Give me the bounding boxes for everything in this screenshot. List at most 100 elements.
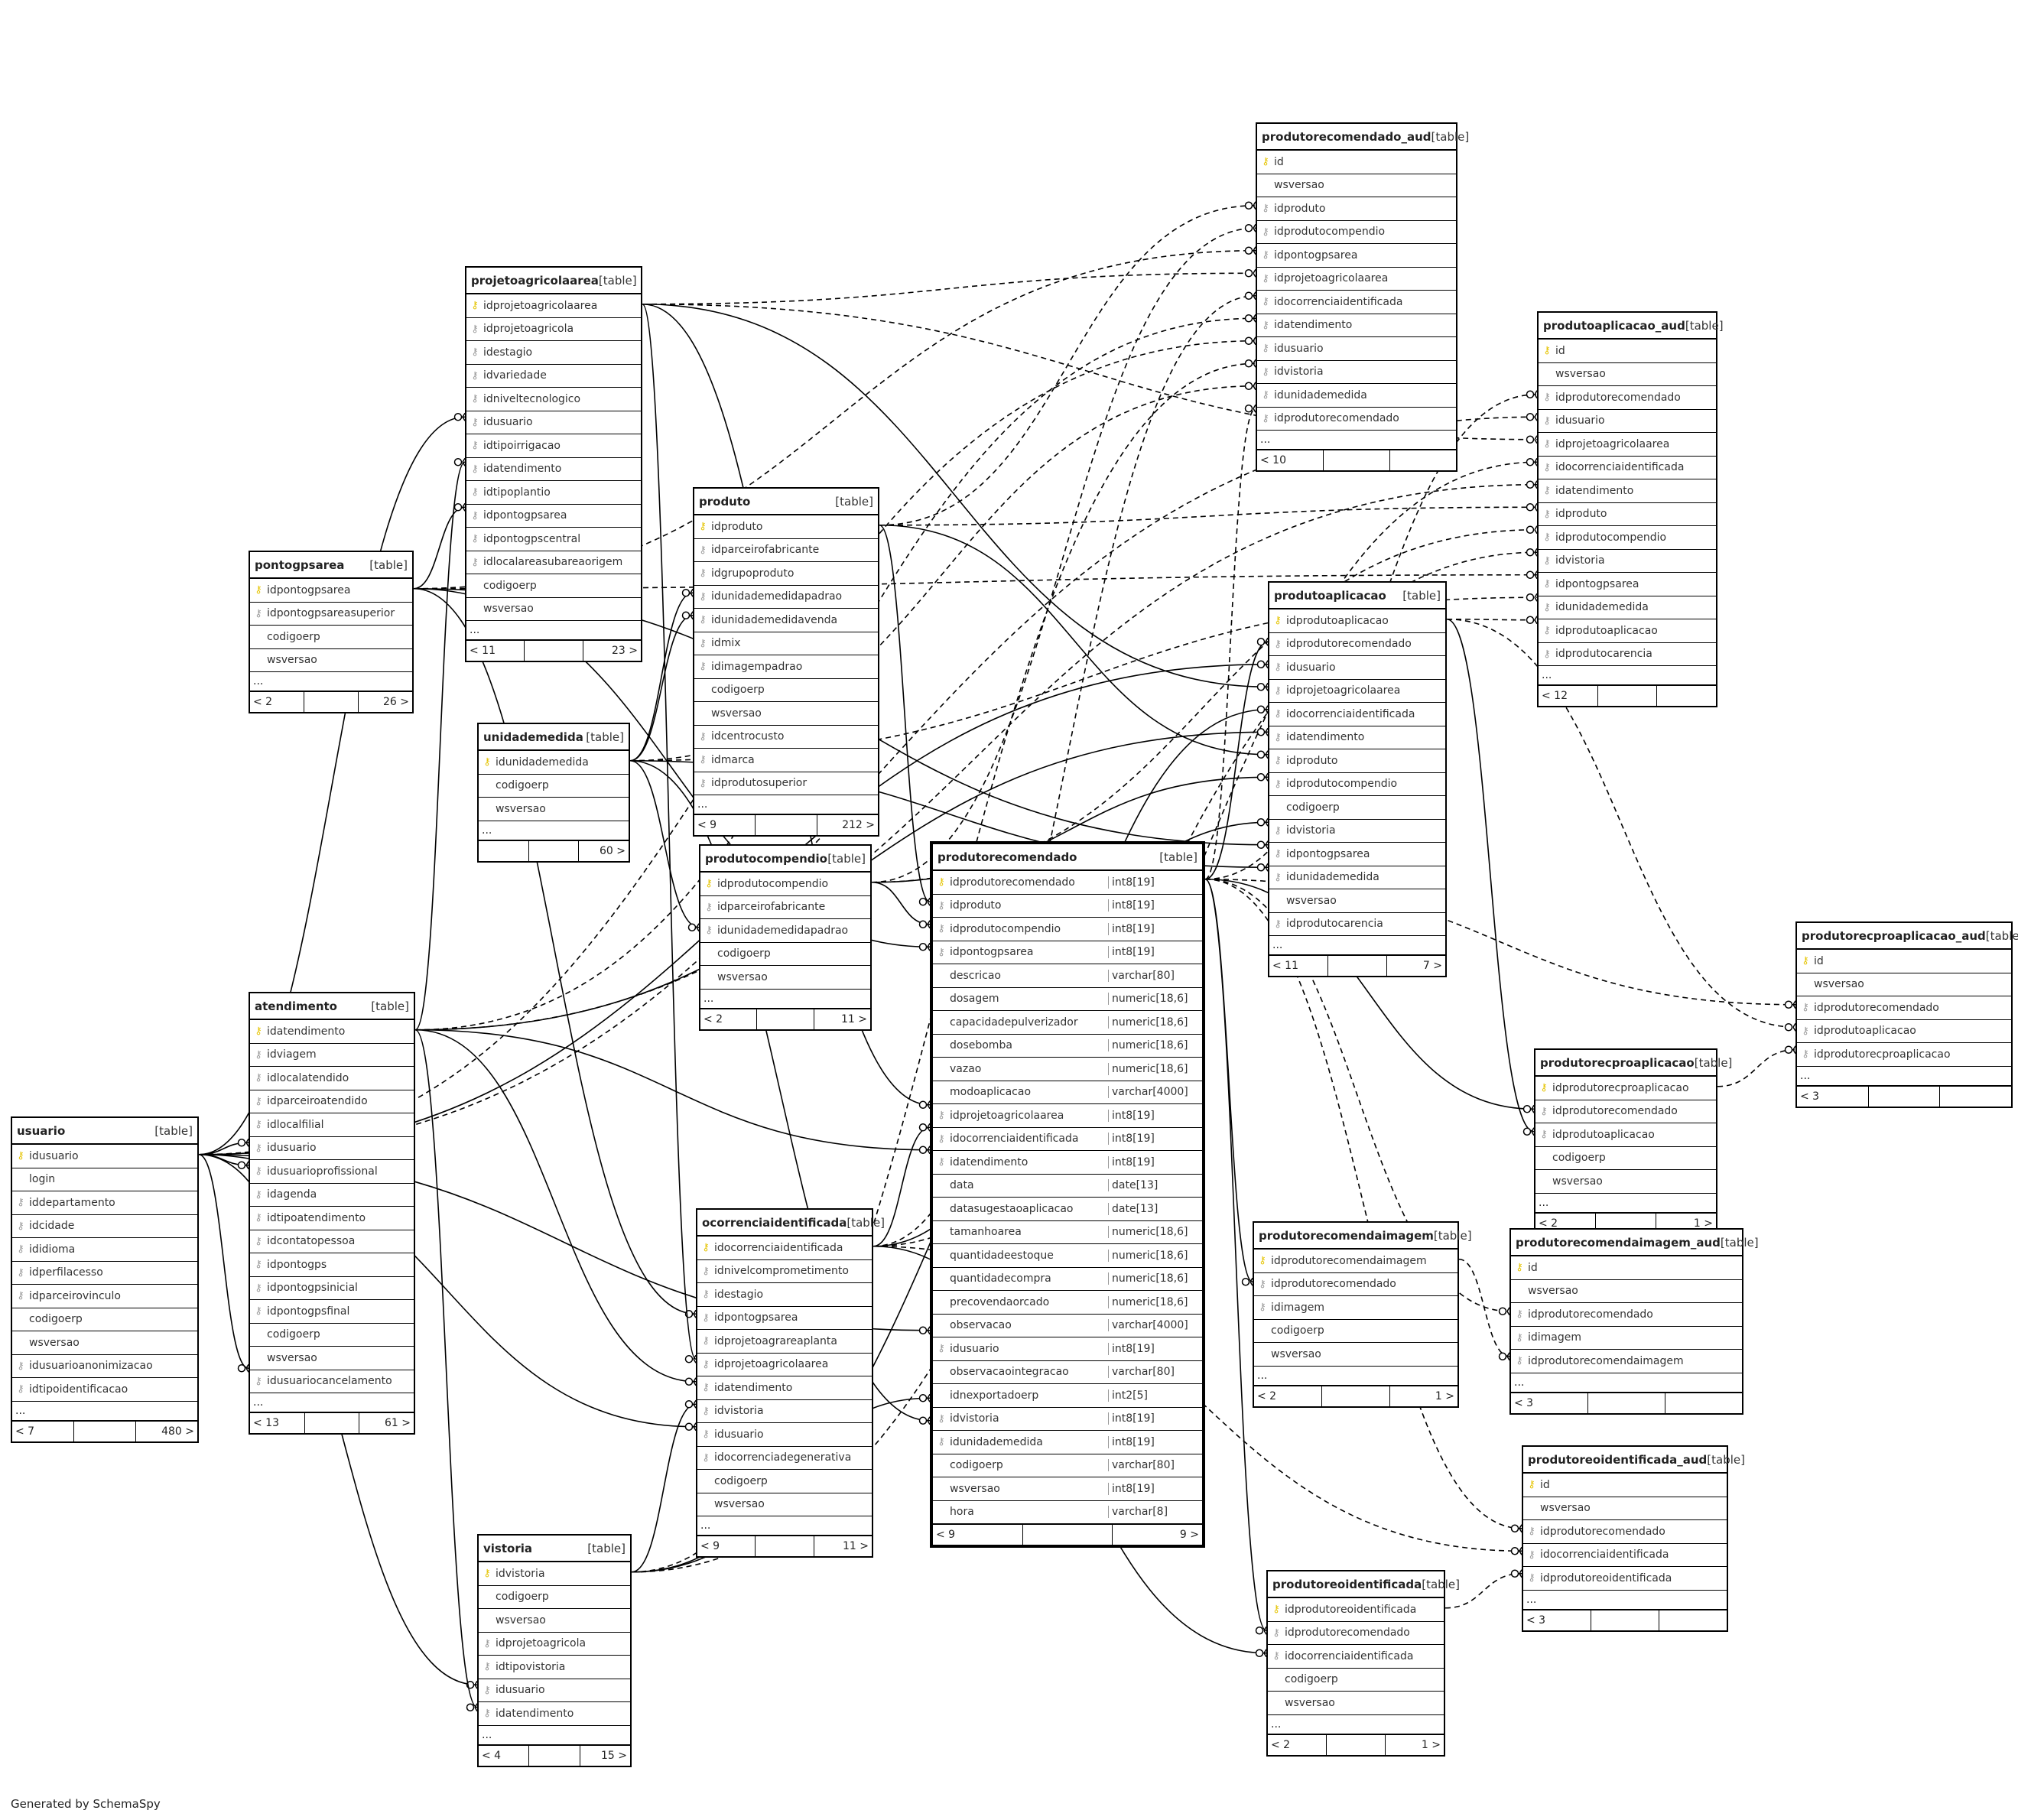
parents-count[interactable]: < 11 xyxy=(466,641,525,661)
table-atendimento[interactable]: atendimento[table]⚷idatendimento⚷idviage… xyxy=(249,992,415,1435)
column-row[interactable]: ⚷idunidademedida xyxy=(479,751,629,775)
column-row[interactable]: ⚷idocorrenciaidentificada xyxy=(1539,457,1716,479)
table-produtocompendio[interactable]: produtocompendio[table]⚷idprodutocompend… xyxy=(699,844,872,1031)
children-count[interactable]: 7 > xyxy=(1422,960,1442,972)
column-row[interactable]: ⚷idprodutoreoidentificada xyxy=(1268,1598,1444,1622)
children-count[interactable]: 11 > xyxy=(842,1540,869,1552)
column-row[interactable]: ⚷idprodutorecomendaimagem xyxy=(1254,1250,1457,1273)
column-row[interactable]: ⚷idpontogps xyxy=(250,1253,414,1277)
column-row[interactable]: codigoerp xyxy=(250,626,412,649)
column-row[interactable]: ⚷idprodutoaplicacao xyxy=(1535,1123,1716,1147)
column-row[interactable]: ⚷idprodutocompendio xyxy=(700,873,870,896)
table-ocorrenciaidentificada[interactable]: ocorrenciaidentificada[table]⚷idocorrenc… xyxy=(696,1208,885,1558)
column-row[interactable]: ⚷idestagio xyxy=(697,1283,872,1307)
column-row[interactable]: ⚷idimagem xyxy=(1254,1296,1457,1320)
column-row[interactable]: codigoerp xyxy=(1535,1147,1716,1170)
column-row[interactable]: ⚷idlocalatendido xyxy=(250,1067,414,1090)
column-row[interactable]: ⚷idmix xyxy=(694,632,878,655)
children-count[interactable]: 1 > xyxy=(1435,1389,1454,1402)
table-produtorecpoaplicacao-aud[interactable]: produtorecproaplicacao_aud[table]⚷idwsve… xyxy=(1795,921,2018,1108)
table-name[interactable]: produtoreoidentificada_aud xyxy=(1528,1452,1708,1467)
column-row[interactable]: ⚷idprodutorecomendado xyxy=(1539,386,1716,410)
column-row[interactable]: ⚷idperfilacesso xyxy=(12,1262,197,1285)
column-row[interactable]: ⚷idcentrocusto xyxy=(694,726,878,749)
column-row[interactable]: ⚷idprodutorecomendado xyxy=(1268,1622,1444,1645)
column-row[interactable]: wsversao xyxy=(479,1609,630,1633)
children-count[interactable]: 60 > xyxy=(600,844,626,857)
column-row[interactable]: ⚷idproduto xyxy=(1269,749,1445,773)
parents-count[interactable]: < 3 xyxy=(1797,1086,1869,1107)
column-row[interactable]: wsversao xyxy=(250,1347,414,1370)
column-row[interactable]: ⚷idatendimento xyxy=(466,458,641,481)
children-count[interactable] xyxy=(1390,450,1456,470)
column-row[interactable]: ⚷idnivelcomprometimento xyxy=(697,1260,872,1283)
column-row[interactable]: ⚷idvistoria xyxy=(479,1562,630,1586)
children-count[interactable] xyxy=(1940,1087,2011,1107)
column-row[interactable]: ⚷idcidade xyxy=(12,1215,197,1238)
children-count[interactable] xyxy=(1665,1393,1742,1413)
parents-count[interactable]: < 9 xyxy=(694,815,756,835)
column-row[interactable]: ⚷id xyxy=(1523,1474,1727,1497)
column-row[interactable]: ⚷idocorrenciaidentificada xyxy=(697,1237,872,1260)
column-row[interactable]: wsversao xyxy=(466,598,641,621)
table-name[interactable]: produtorecomendado xyxy=(938,850,1077,864)
column-row[interactable]: wsversao xyxy=(694,702,878,726)
parents-count[interactable]: < 12 xyxy=(1539,686,1598,706)
children-count[interactable]: 23 > xyxy=(611,645,638,657)
column-row[interactable]: codigoerp xyxy=(12,1308,197,1331)
column-row[interactable]: ⚷idatendimento xyxy=(250,1020,414,1044)
column-row[interactable]: ⚷idatendimento xyxy=(1269,726,1445,749)
table-produtoreoidentificada[interactable]: produtoreoidentificada[table]⚷idprodutor… xyxy=(1266,1570,1460,1757)
children-count[interactable] xyxy=(1659,1610,1727,1630)
column-row[interactable]: ⚷idusuario xyxy=(1539,410,1716,433)
children-count[interactable]: 480 > xyxy=(161,1425,194,1438)
table-name[interactable]: produtorecomendaimagem_aud xyxy=(1516,1235,1721,1250)
column-row[interactable]: ⚷idusuario xyxy=(12,1145,197,1168)
column-row[interactable]: ⚷idparceiroatendido xyxy=(250,1090,414,1113)
column-row[interactable]: ⚷idusuario xyxy=(697,1423,872,1447)
column-row[interactable]: codigoerp xyxy=(250,1324,414,1347)
column-row[interactable]: ⚷idprodutorecproaplicacao xyxy=(1797,1043,2011,1067)
column-row[interactable]: ⚷idunidademedida xyxy=(1257,384,1456,408)
column-row[interactable]: ⚷idocorrenciaidentificada xyxy=(1523,1544,1727,1567)
column-row[interactable]: ⚷idvariedade xyxy=(466,365,641,388)
table-produtorecproaplicacao[interactable]: produtorecproaplicacao[table]⚷idprodutor… xyxy=(1534,1048,1732,1235)
column-row[interactable]: ⚷idparceirofabricante xyxy=(694,539,878,562)
column-row[interactable]: ⚷idtipoplantio xyxy=(466,481,641,505)
column-row[interactable]: ⚷idprojetoagricolaarea xyxy=(1269,680,1445,703)
table-name[interactable]: produtocompendio xyxy=(705,851,827,866)
column-row[interactable]: ⚷id xyxy=(1257,151,1456,174)
table-name[interactable]: atendimento xyxy=(255,999,337,1013)
column-row[interactable]: ⚷idprojetoagrareaplanta xyxy=(697,1330,872,1354)
column-row[interactable]: wsversao xyxy=(1257,174,1456,197)
column-row[interactable]: ⚷idprojetoagricolaarea xyxy=(1257,268,1456,291)
parents-count[interactable]: < 3 xyxy=(1511,1393,1588,1413)
column-row[interactable]: ⚷idtipoatendimento xyxy=(250,1207,414,1230)
children-count[interactable]: 212 > xyxy=(842,819,875,831)
column-row[interactable]: ⚷idpontogpsfinal xyxy=(250,1300,414,1324)
table-name[interactable]: vistoria xyxy=(483,1541,532,1555)
column-row[interactable]: ⚷idpontogpsinicial xyxy=(250,1277,414,1300)
column-row[interactable]: ⚷idprodutorecomendado xyxy=(1254,1273,1457,1296)
column-row[interactable]: wsversao xyxy=(1511,1280,1742,1303)
column-row[interactable]: ⚷idunidademedidapadrao xyxy=(700,919,870,943)
column-row[interactable]: wsversao xyxy=(1254,1343,1457,1367)
column-row[interactable]: ⚷idimagem xyxy=(1511,1327,1742,1350)
